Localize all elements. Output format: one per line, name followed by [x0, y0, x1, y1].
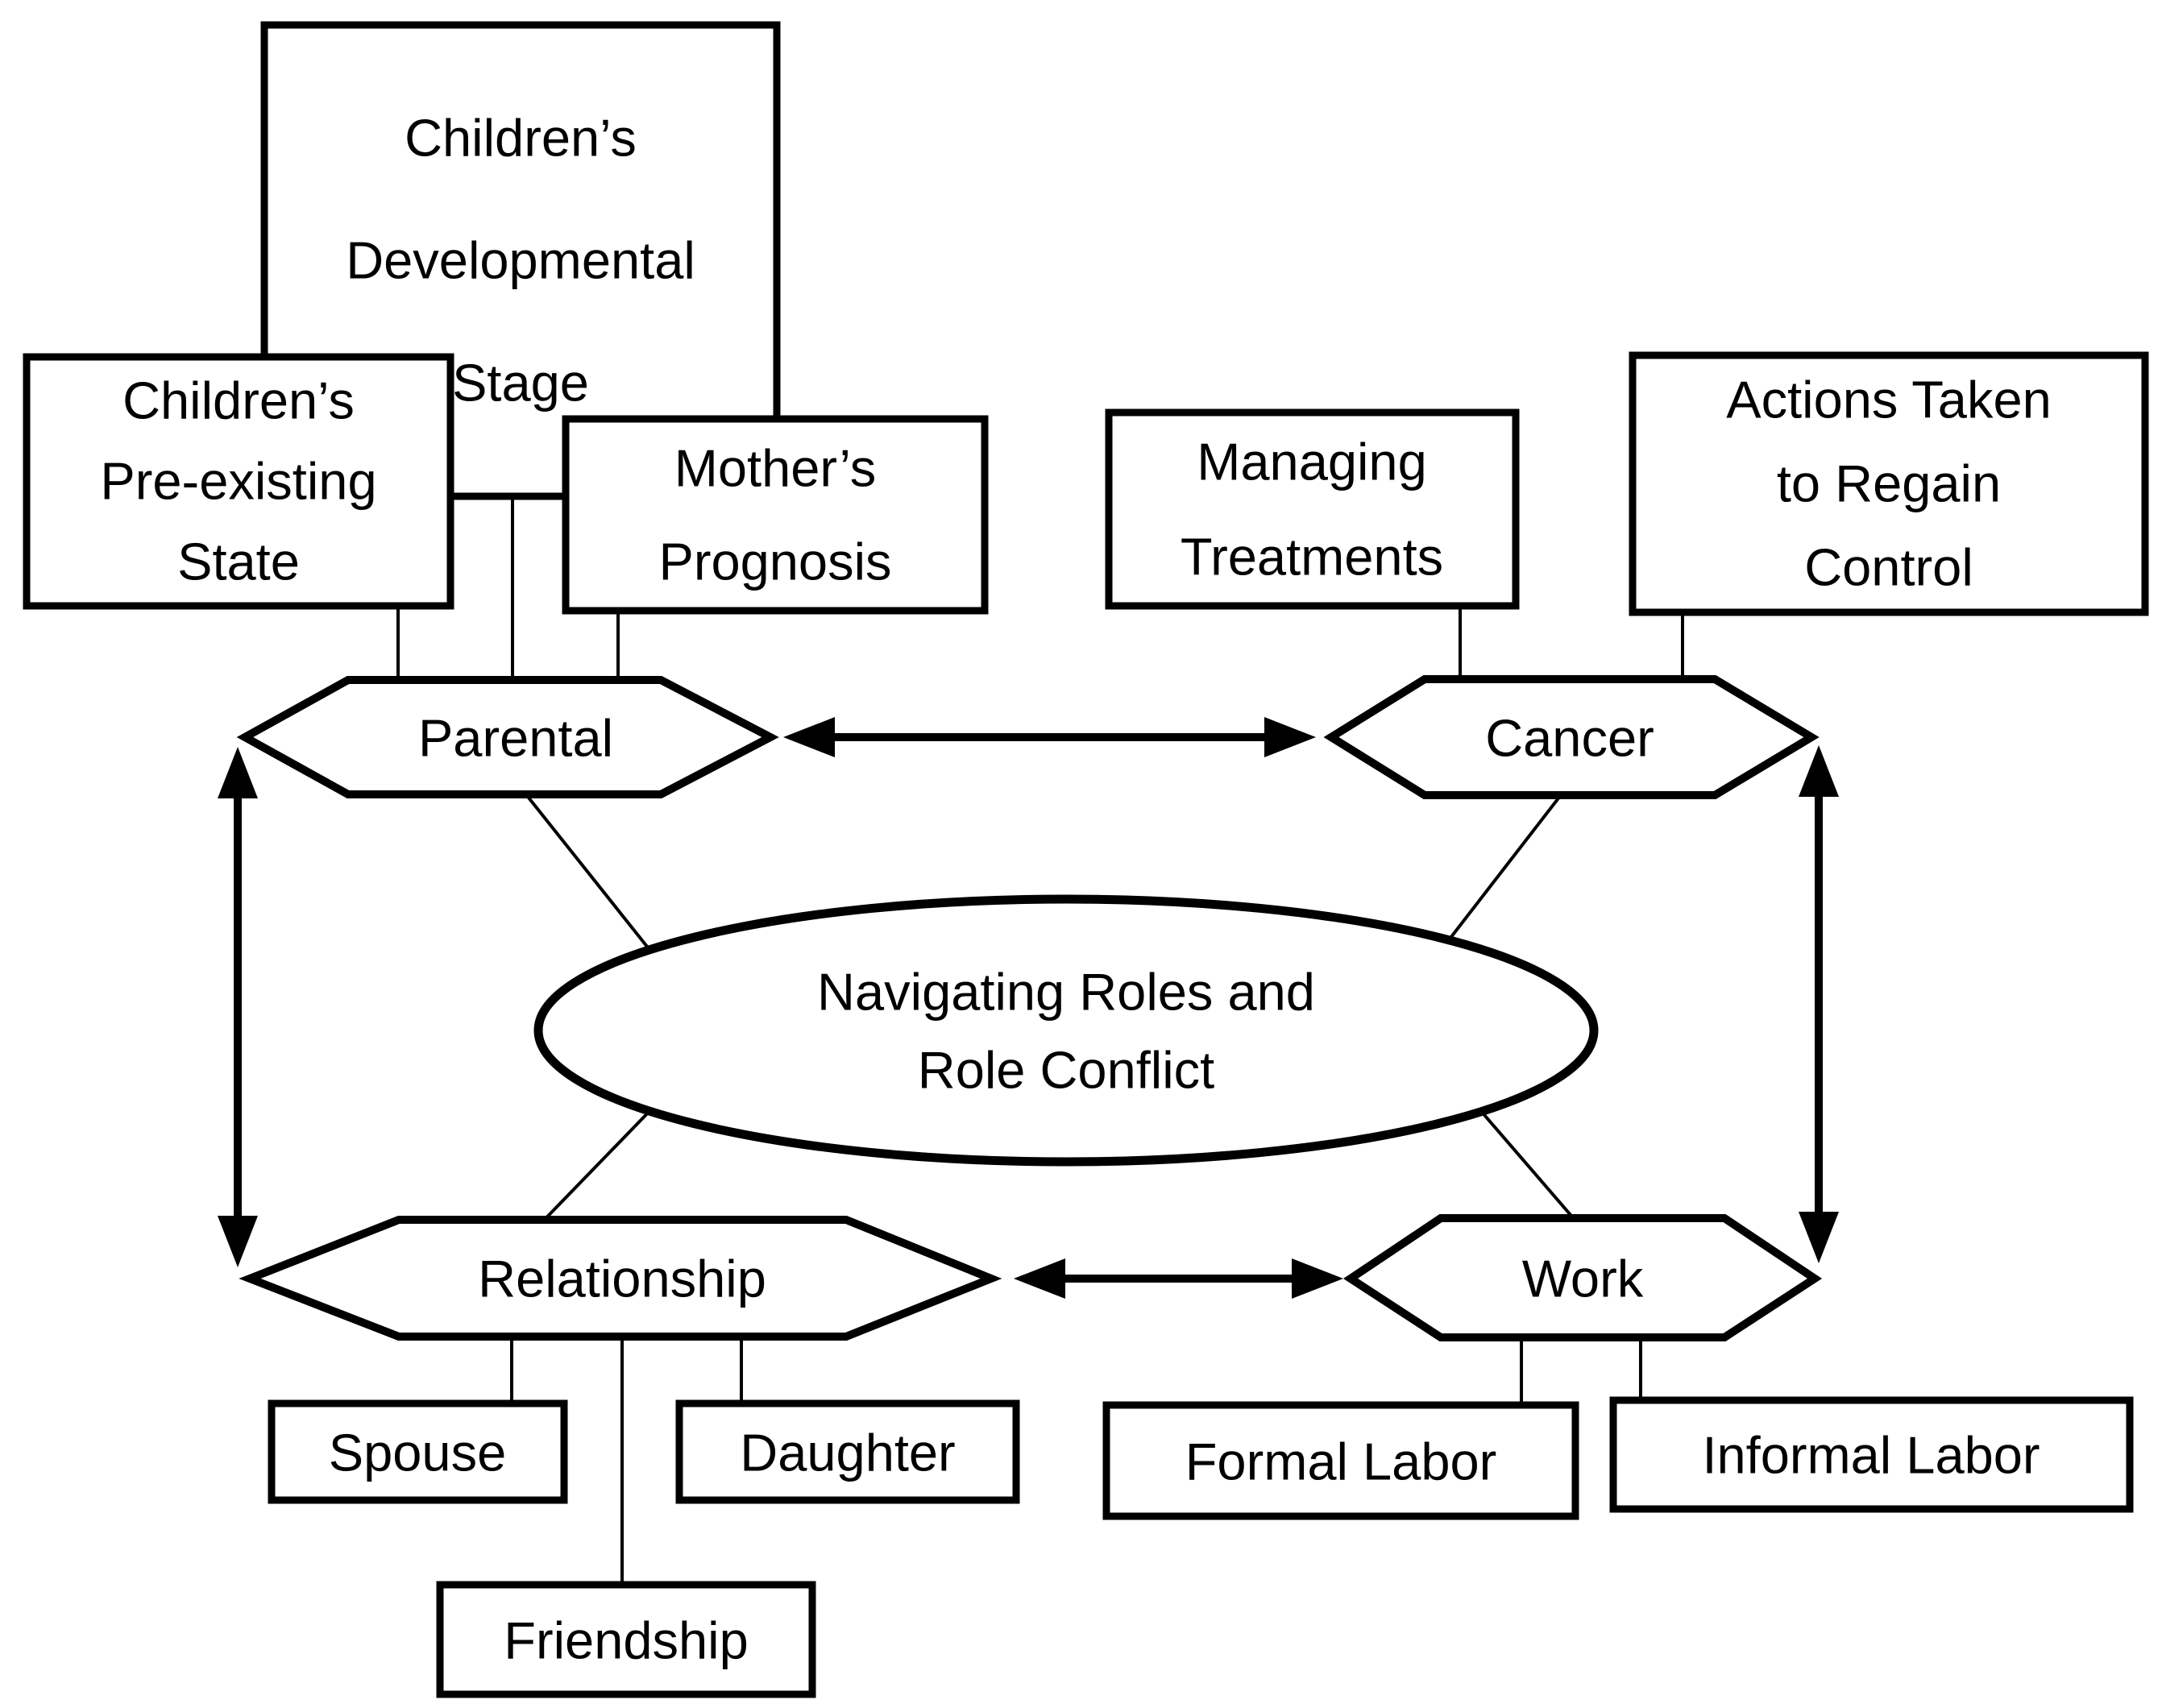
- node-navigating-roles: Navigating Roles and Role Conflict: [533, 894, 1599, 1167]
- node-managing-treatments: Managing Treatments: [1105, 408, 1520, 610]
- node-relationship: Relationship: [239, 1216, 1002, 1341]
- arrowhead-right: [1264, 717, 1316, 757]
- node-label: Parental: [418, 709, 613, 768]
- node-parental: Parental: [236, 676, 779, 798]
- node-box: [436, 1581, 816, 1698]
- arrow-cancer-work: [1799, 745, 1839, 1263]
- arrowhead-up: [218, 747, 258, 798]
- node-informal-labor: Informal Labor: [1609, 1396, 2134, 1513]
- connector-cancer-to-central-ellipse: [1433, 780, 1573, 960]
- arrow-parental-relationship: [218, 747, 258, 1267]
- node-label: Daughter: [740, 1424, 955, 1482]
- node-label-line: Children’s: [122, 371, 355, 430]
- node-label-line: Stage: [452, 354, 589, 412]
- node-label-line: Mother’s: [674, 439, 876, 498]
- arrowhead-up: [1799, 745, 1839, 797]
- node-box: [1105, 408, 1520, 610]
- node-label-line: Developmental: [346, 231, 695, 290]
- node-ellipse: [533, 894, 1599, 1167]
- node-label-line: Navigating Roles and: [817, 963, 1315, 1022]
- node-box: [23, 353, 454, 610]
- node-label-line: State: [177, 533, 300, 591]
- node-box: [1609, 1396, 2134, 1513]
- node-label-line: Prognosis: [658, 533, 891, 591]
- node-box: [675, 1399, 1020, 1504]
- arrowhead-down: [1799, 1212, 1839, 1263]
- arrowhead-left: [783, 717, 835, 757]
- node-box: [562, 415, 989, 615]
- node-childrens-preexisting-state: Children’s Pre-existing State: [23, 353, 454, 610]
- node-label-line: Actions Taken: [1726, 371, 2052, 429]
- connector-parental-to-central-ellipse: [514, 780, 658, 960]
- arrow-relationship-work: [1014, 1258, 1343, 1299]
- node-label: Work: [1522, 1250, 1644, 1308]
- node-spouse: Spouse: [268, 1399, 568, 1504]
- node-label-line: Control: [1804, 538, 1973, 597]
- arrowhead-right: [1292, 1258, 1343, 1299]
- node-box: [1102, 1401, 1579, 1520]
- node-cancer: Cancer: [1323, 675, 1820, 799]
- node-label-line: Managing: [1197, 433, 1427, 491]
- node-label-line: Children’s: [405, 109, 637, 168]
- node-hexagon: [236, 676, 779, 798]
- connector-central-ellipse-to-work: [1473, 1102, 1587, 1234]
- node-work: Work: [1342, 1214, 1823, 1341]
- arrow-parental-cancer: [783, 717, 1316, 757]
- node-mothers-prognosis: Mother’s Prognosis: [562, 415, 989, 615]
- node-label-line: to Regain: [1777, 454, 2001, 513]
- node-label: Friendship: [504, 1611, 748, 1670]
- node-label-line: Pre-existing: [100, 452, 376, 511]
- node-friendship: Friendship: [436, 1581, 816, 1698]
- node-formal-labor: Formal Labor: [1102, 1401, 1579, 1520]
- node-box: [1629, 351, 2149, 616]
- node-label-line: Treatments: [1181, 528, 1443, 587]
- node-actions-taken-to-regain-control: Actions Taken to Regain Control: [1629, 351, 2149, 616]
- node-label: Informal Labor: [1702, 1426, 2040, 1485]
- node-label: Relationship: [478, 1250, 766, 1308]
- node-daughter: Daughter: [675, 1399, 1020, 1504]
- node-box: [268, 1399, 568, 1504]
- node-label: Cancer: [1485, 709, 1654, 768]
- arrowhead-down: [218, 1216, 258, 1267]
- node-hexagon: [239, 1216, 1002, 1341]
- arrowhead-left: [1014, 1258, 1065, 1299]
- node-label: Formal Labor: [1185, 1432, 1497, 1491]
- connector-central-ellipse-to-relationship: [530, 1102, 658, 1234]
- node-hexagon: [1323, 675, 1820, 799]
- node-label: Spouse: [329, 1424, 506, 1482]
- node-label-line: Role Conflict: [918, 1041, 1214, 1100]
- node-hexagon: [1342, 1214, 1823, 1341]
